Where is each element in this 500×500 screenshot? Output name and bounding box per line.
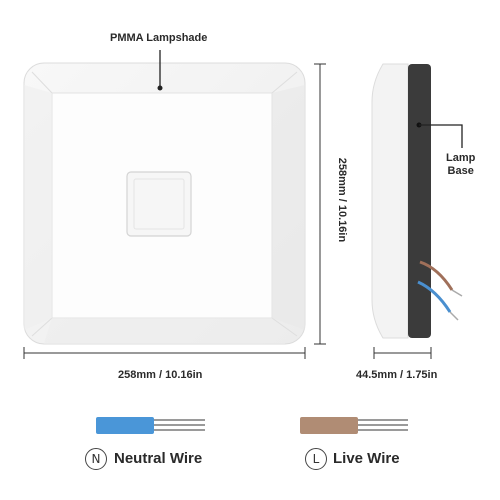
- neutral-wire-strands: [154, 419, 205, 431]
- lamp-base-label-line2: Base: [447, 165, 474, 177]
- lampshade-label: PMMA Lampshade: [110, 32, 208, 44]
- wire-brown: [419, 260, 454, 291]
- neutral-letter-icon: N: [85, 448, 107, 470]
- lamp-base: [408, 64, 431, 338]
- live-letter-icon: L: [305, 448, 327, 470]
- live-wire-insulation: [300, 417, 358, 434]
- center-sensor: [126, 171, 192, 237]
- live-wire-label: Live Wire: [333, 450, 400, 467]
- depth-dimension-label: 44.5mm / 1.75in: [356, 369, 438, 381]
- neutral-wire-insulation: [96, 417, 154, 434]
- width-dimension-label: 258mm / 10.16in: [118, 369, 203, 381]
- neutral-wire-label: Neutral Wire: [114, 450, 203, 467]
- lamp-base-label-line1: Lamp: [446, 152, 476, 164]
- live-wire-strands: [358, 419, 408, 431]
- lamp-base-callout-line: [419, 124, 463, 148]
- wire-blue: [417, 280, 452, 313]
- height-dimension-label: 258mm / 10.16in: [336, 157, 348, 243]
- lamp-base-label: Lamp Base: [446, 152, 475, 178]
